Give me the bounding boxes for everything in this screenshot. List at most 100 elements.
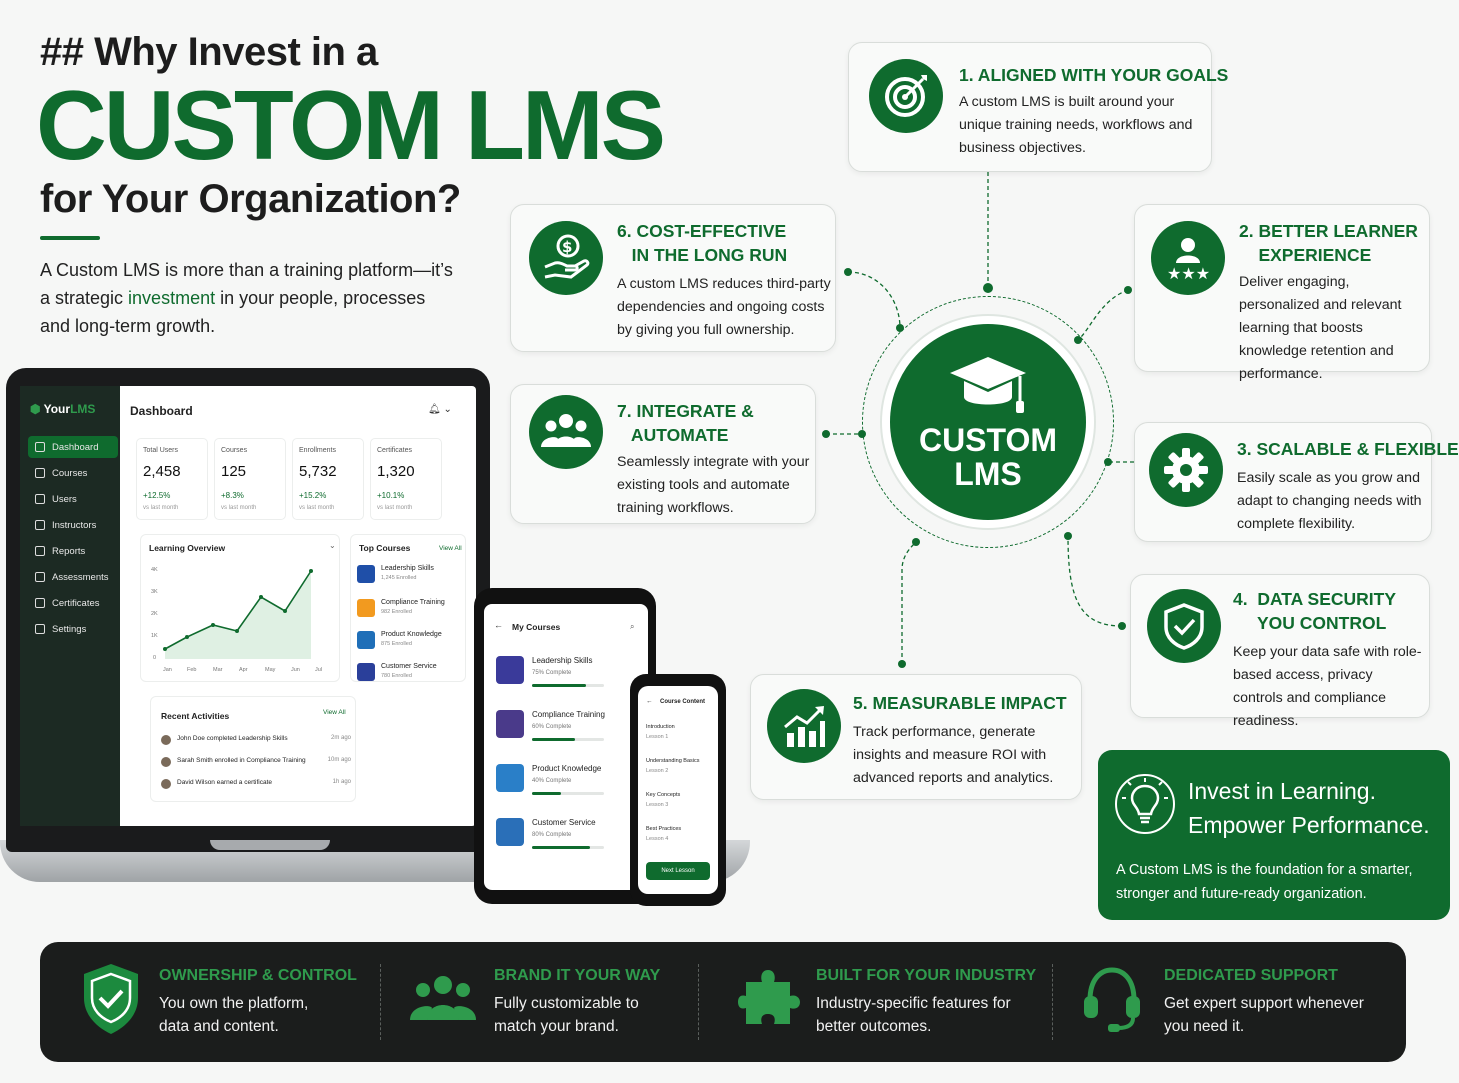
team-icon <box>529 395 603 469</box>
lesson-name: Key Concepts <box>646 792 681 798</box>
benefit-card-aligned: 1. ALIGNED WITH YOUR GOALS A custom LMS … <box>848 42 1228 172</box>
nav-users[interactable]: Users <box>28 488 118 510</box>
chevron-down-icon[interactable]: ⌄ <box>329 541 336 550</box>
nav-instructors[interactable]: Instructors <box>28 514 118 536</box>
divider <box>698 964 699 1040</box>
user-icon <box>35 494 45 504</box>
next-lesson-button[interactable]: Next Lesson <box>646 862 710 880</box>
course-progress: 40% Complete <box>532 778 572 784</box>
bottom-item-title: OWNERSHIP & CONTROL <box>159 967 357 984</box>
bottom-item-title: BUILT FOR YOUR INDUSTRY <box>816 967 1037 984</box>
course-enrolled: 982 Enrolled <box>381 609 412 615</box>
search-icon[interactable]: ⌕ <box>630 622 635 631</box>
benefit-card-scalable: 3. SCALABLE & FLEXIBLE Easily scale as y… <box>1134 422 1459 542</box>
avatar <box>161 779 171 789</box>
lms-sidebar: ⬢ YourLMS Dashboard Courses Users Instru… <box>20 386 120 826</box>
benefit-desc: Deliver engaging, personalized and relev… <box>1239 274 1402 382</box>
lesson-sub: Lesson 2 <box>646 768 669 774</box>
nav-label: Courses <box>52 467 88 479</box>
shield-check-icon <box>78 960 144 1043</box>
nav-assessments[interactable]: Assessments <box>28 566 118 588</box>
nav-certificates[interactable]: Certificates <box>28 592 118 614</box>
course-name: Product Knowledge <box>381 631 442 638</box>
nav-courses[interactable]: Courses <box>28 462 118 484</box>
y-tick: 0 <box>153 655 157 661</box>
nav-label: Settings <box>52 623 87 635</box>
benefit-card-integrate: 7. INTEGRATE & AUTOMATE Seamlessly integ… <box>510 384 816 524</box>
benefit-desc: A custom LMS reduces third-party depende… <box>617 276 831 338</box>
course-enrolled: 875 Enrolled <box>381 641 412 647</box>
stat-value: 5,732 <box>299 463 337 480</box>
course-progress: 80% Complete <box>532 832 572 838</box>
back-arrow-icon[interactable]: ← <box>494 620 503 630</box>
back-arrow-icon[interactable]: ← <box>646 698 653 705</box>
invest-desc: A Custom LMS is the foundation for a sma… <box>1116 862 1413 902</box>
instructor-icon <box>35 520 45 530</box>
svg-text:★★★: ★★★ <box>1167 264 1210 283</box>
avatar <box>161 757 171 767</box>
bottom-item-industry: BUILT FOR YOUR INDUSTRY Industry-specifi… <box>698 942 1052 1062</box>
y-tick: 3K <box>151 589 158 595</box>
stat-growth: +12.5% <box>143 491 171 500</box>
nav-reports[interactable]: Reports <box>28 540 118 562</box>
course-icon <box>357 663 375 681</box>
heading-underline <box>40 236 100 240</box>
heading-main: CUSTOM LMS <box>36 70 666 180</box>
nav-settings[interactable]: Settings <box>28 618 118 640</box>
benefit-card-security: 4. DATA SECURITY YOU CONTROL Keep your d… <box>1130 574 1430 729</box>
hand-coin-icon: $ <box>529 221 603 295</box>
view-all-link[interactable]: View All <box>439 545 462 552</box>
benefit-title: 6. COST-EFFECTIVE IN THE LONG RUN <box>617 221 788 265</box>
progress-fill <box>532 792 561 795</box>
gear-icon <box>1149 433 1223 507</box>
x-tick: Jun <box>291 667 300 673</box>
progress-track <box>532 738 604 741</box>
view-all-link[interactable]: View All <box>323 709 346 716</box>
benefit-card-cost: $ 6. COST-EFFECTIVE IN THE LONG RUN A cu… <box>510 204 836 352</box>
lms-logo: ⬢ YourLMS <box>30 402 96 416</box>
bottom-feature-bar: OWNERSHIP & CONTROL You own the platform… <box>40 942 1406 1062</box>
overview-line-chart <box>163 569 313 659</box>
course-enrolled: 1,245 Enrolled <box>381 575 417 581</box>
stat-sub: vs last month <box>299 505 335 511</box>
nav-label: Instructors <box>52 519 97 531</box>
shield-check-icon <box>1147 589 1221 663</box>
nav-label: Reports <box>52 545 86 557</box>
bell-icon[interactable]: 🔔︎ ⌄ <box>428 404 452 415</box>
stat-growth: +8.3% <box>221 491 244 500</box>
overview-title: Learning Overview <box>149 543 226 553</box>
list-item[interactable]: Product Knowledge 40% Complete <box>496 760 636 808</box>
nav-dashboard[interactable]: Dashboard <box>28 436 118 458</box>
y-tick: 2K <box>151 611 158 617</box>
course-name: Compliance Training <box>532 710 605 719</box>
list-item[interactable]: Compliance Training 60% Complete <box>496 706 636 754</box>
x-tick: Jan <box>163 667 172 673</box>
logo-part-a: Your <box>43 402 71 416</box>
growth-chart-icon <box>767 689 841 763</box>
assessment-icon <box>35 572 45 582</box>
nav-label: Assessments <box>52 571 109 583</box>
course-name: Product Knowledge <box>532 764 602 773</box>
course-progress: 60% Complete <box>532 724 572 730</box>
divider <box>380 964 381 1040</box>
stat-sub: vs last month <box>221 505 257 511</box>
bottom-item-support: DEDICATED SUPPORT Get expert support whe… <box>1052 942 1406 1062</box>
headset-icon <box>1080 964 1144 1041</box>
y-tick: 1K <box>151 633 158 639</box>
report-icon <box>35 546 45 556</box>
stat-value: 1,320 <box>377 463 415 480</box>
activity-text: Sarah Smith enrolled in Compliance Train… <box>177 757 306 764</box>
list-item[interactable]: Product Knowledge 875 Enrolled <box>357 629 453 657</box>
bottom-item-ownership: OWNERSHIP & CONTROL You own the platform… <box>40 942 380 1062</box>
activity-text: John Doe completed Leadership Skills <box>177 735 288 742</box>
